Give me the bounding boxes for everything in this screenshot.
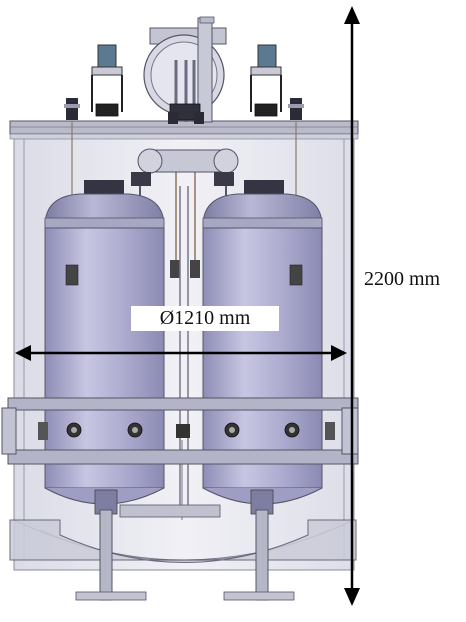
right-tank-dome <box>202 180 323 229</box>
left-tank <box>44 227 165 515</box>
right-tank <box>202 227 323 515</box>
height-dimension-arrow <box>344 6 360 606</box>
base-frame <box>9 504 357 601</box>
top-flange <box>9 120 359 140</box>
left-cold-head <box>91 44 123 117</box>
mid-flange <box>1 397 359 465</box>
diameter-label: Ø1210 mm <box>131 306 279 331</box>
support-hooks <box>65 260 303 286</box>
diameter-dimension-arrow <box>15 345 347 361</box>
left-tank-dome <box>44 180 165 229</box>
height-label: 2200 mm <box>364 268 441 290</box>
top-turret <box>143 16 227 123</box>
right-cold-head <box>250 44 282 117</box>
